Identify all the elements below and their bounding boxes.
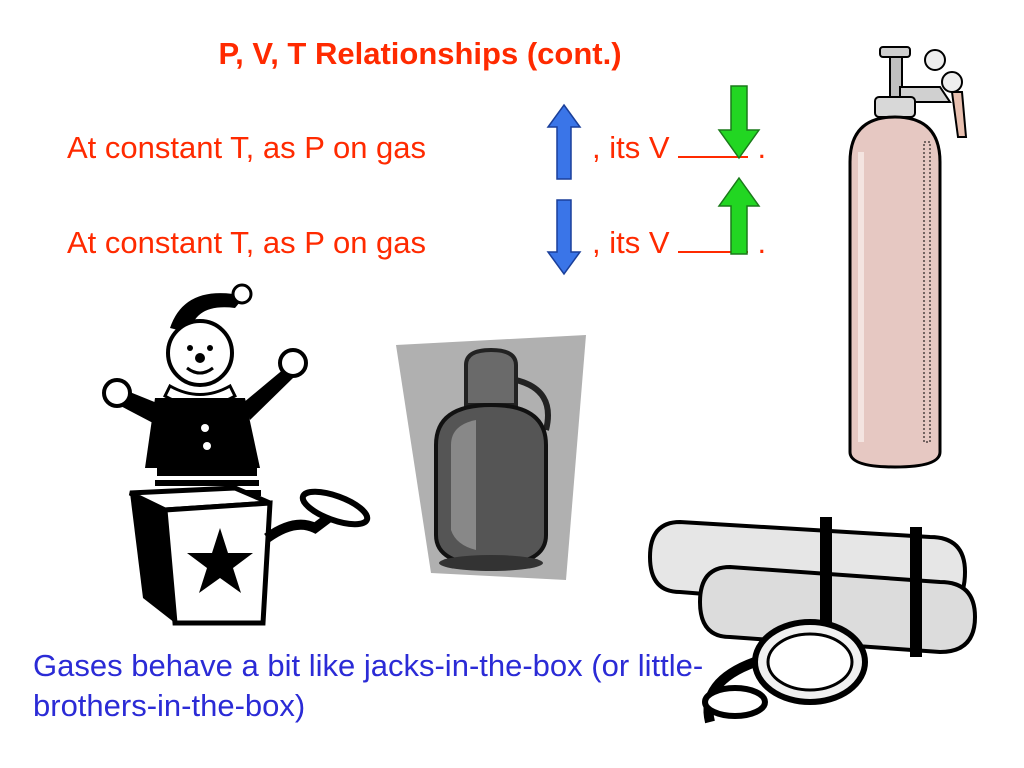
line1-suffix: , its V bbox=[592, 130, 670, 165]
answer-down-arrow-icon bbox=[717, 85, 761, 160]
scuba-tanks-icon bbox=[647, 517, 978, 724]
line2-prefix: At constant T, as P on gas bbox=[67, 225, 427, 260]
line2-period: . bbox=[757, 225, 767, 260]
answer-up-arrow-icon bbox=[717, 176, 761, 255]
jack-in-the-box-icon bbox=[102, 283, 371, 626]
slide-caption: Gases behave a bit like jacks-in-the-box… bbox=[33, 648, 704, 723]
statement-line-1: At constant T, as P on gas bbox=[67, 130, 426, 166]
line1-blank bbox=[677, 156, 748, 158]
line1-period: . bbox=[757, 130, 767, 165]
statement-line-2-end: , its V. bbox=[592, 225, 766, 261]
slide-title: P, V, T Relationships (cont.) bbox=[218, 36, 622, 71]
line2-suffix: , its V bbox=[592, 225, 670, 260]
line1-prefix: At constant T, as P on gas bbox=[67, 130, 427, 165]
up-arrow-icon bbox=[546, 103, 582, 180]
propane-tank-icon bbox=[396, 335, 586, 580]
down-arrow-icon bbox=[546, 199, 582, 276]
statement-line-2: At constant T, as P on gas bbox=[67, 225, 426, 261]
line2-blank bbox=[677, 251, 748, 253]
gas-cylinder-icon bbox=[848, 46, 968, 469]
statement-line-1-end: , its V. bbox=[592, 130, 766, 166]
